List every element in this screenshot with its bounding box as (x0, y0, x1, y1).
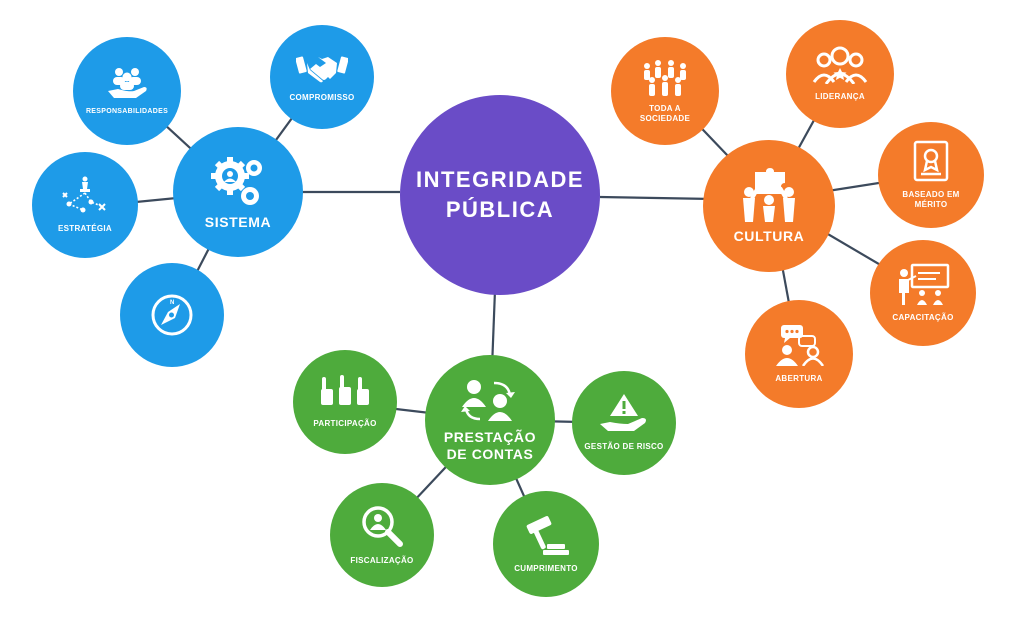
abertura-node: ABERTURA (745, 300, 853, 408)
compromisso-label: COMPROMISSO (289, 93, 355, 102)
center-node: INTEGRIDADE PÚBLICA (400, 95, 600, 295)
gestao-risco-node: GESTÃO DE RISCO (572, 371, 676, 475)
cultura-label: CULTURA (733, 227, 805, 244)
compromisso-node: COMPROMISSO (270, 25, 374, 129)
raised-hands-icon (321, 375, 369, 405)
participacao-label: PARTICIPAÇÃO (313, 419, 377, 428)
fiscalizacao-label: FISCALIZAÇÃO (350, 556, 414, 565)
svg-text:N: N (170, 300, 174, 306)
compass-icon: N (151, 294, 193, 336)
gestao-risco-label: GESTÃO DE RISCO (584, 442, 664, 451)
estrategia-node: ESTRATÉGIA (32, 152, 138, 258)
fiscalizacao-node: FISCALIZAÇÃO (330, 483, 434, 587)
prestacao-node: PRESTAÇÃO DE CONTAS (425, 355, 555, 485)
cultura-node: CULTURA (703, 140, 835, 272)
prestacao-label: PRESTAÇÃO DE CONTAS (443, 429, 537, 462)
compass-node: N (120, 263, 224, 367)
gears-icon (211, 156, 262, 205)
cumprimento-node: CUMPRIMENTO (493, 491, 599, 597)
magnifier-person-icon (362, 506, 403, 547)
handshake-icon (296, 56, 348, 83)
lideranca-label: LIDERANÇA (815, 92, 865, 101)
estrategia-label: ESTRATÉGIA (58, 224, 112, 233)
training-icon (899, 263, 950, 305)
gavel-icon (526, 516, 569, 555)
capacitacao-node: CAPACITAÇÃO (870, 240, 976, 346)
merito-label: BASEADO EM MÉRITO (902, 190, 960, 209)
exchange-people-icon (461, 380, 515, 421)
center-label: INTEGRIDADE PÚBLICA (415, 167, 585, 222)
hand-group-icon (108, 68, 147, 98)
certificate-icon (913, 140, 949, 182)
cumprimento-label: CUMPRIMENTO (514, 564, 578, 573)
participacao-node: PARTICIPAÇÃO (293, 350, 397, 454)
toda-sociedade-label: TODA A SOCIEDADE (639, 104, 691, 123)
dialogue-icon (776, 325, 825, 366)
risk-hand-icon (600, 394, 646, 431)
merito-node: BASEADO EM MÉRITO (878, 122, 984, 228)
toda-sociedade-node: TODA A SOCIEDADE (611, 37, 719, 145)
sistema-node: SISTEMA (173, 127, 303, 257)
team-puzzle-icon (743, 167, 795, 222)
leader-star-icon (812, 46, 868, 84)
capacitacao-label: CAPACITAÇÃO (892, 313, 954, 322)
abertura-label: ABERTURA (775, 374, 823, 383)
crowd-icon (644, 60, 686, 96)
responsabilidades-label: RESPONSABILIDADES (85, 108, 169, 115)
lideranca-node: LIDERANÇA (786, 20, 894, 128)
strategy-icon (62, 176, 106, 213)
sistema-label: SISTEMA (204, 213, 272, 230)
responsabilidades-node: RESPONSABILIDADES (73, 37, 181, 145)
